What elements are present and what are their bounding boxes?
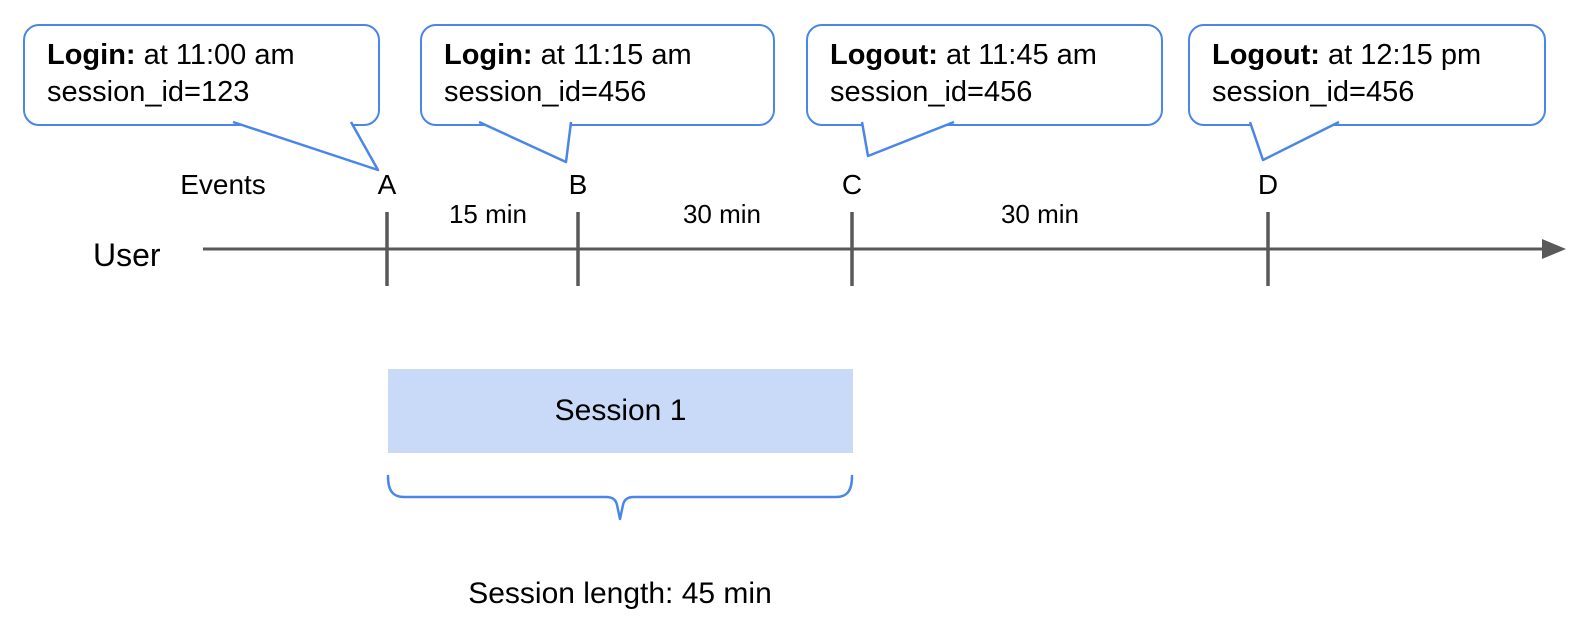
callout-login-a: Login: at 11:00 am session_id=123 — [23, 24, 380, 126]
callout-tail-b — [478, 120, 573, 164]
event-type-label: Login: — [444, 39, 533, 71]
event-type-label: Login: — [47, 39, 136, 71]
event-time: at 11:00 am — [135, 39, 295, 71]
callout-tail-d — [1248, 120, 1340, 162]
callout-text: Login: at 11:15 am session_id=456 — [422, 26, 773, 111]
user-row-label: User — [93, 237, 161, 273]
event-time: at 11:45 am — [937, 39, 1097, 71]
callout-tail-c — [860, 120, 955, 158]
event-mark-d: D — [1257, 169, 1279, 200]
interval-label-bc: 30 min — [682, 199, 762, 229]
callout-login-b: Login: at 11:15 am session_id=456 — [420, 24, 775, 126]
callout-logout-c: Logout: at 11:45 am session_id=456 — [806, 24, 1163, 126]
event-type-label: Logout: — [830, 39, 938, 71]
callout-tail-a — [232, 120, 380, 172]
interval-label-ab: 15 min — [448, 199, 528, 229]
session-box: Session 1 — [388, 369, 853, 453]
event-time: at 11:15 am — [532, 39, 692, 71]
interval-label-cd: 30 min — [1000, 199, 1080, 229]
session-id: session_id=456 — [1212, 76, 1415, 108]
event-mark-c: C — [841, 169, 863, 200]
event-time: at 12:15 pm — [1319, 39, 1482, 71]
session-id: session_id=123 — [47, 76, 250, 108]
event-mark-b: B — [568, 169, 588, 200]
timeline-arrowhead — [1542, 239, 1566, 259]
event-type-label: Logout: — [1212, 39, 1320, 71]
session-length-brace — [386, 474, 854, 521]
events-row-label-text: Events — [180, 169, 266, 200]
callout-logout-d: Logout: at 12:15 pm session_id=456 — [1188, 24, 1546, 126]
callout-text: Login: at 11:00 am session_id=123 — [25, 26, 378, 111]
callout-text: Logout: at 11:45 am session_id=456 — [808, 26, 1161, 111]
session-box-label: Session 1 — [554, 394, 687, 427]
session-id: session_id=456 — [830, 76, 1033, 108]
session-id: session_id=456 — [444, 76, 647, 108]
event-mark-a: A — [377, 169, 397, 200]
session-length-label: Session length: 45 min — [468, 577, 772, 610]
callout-text: Logout: at 12:15 pm session_id=456 — [1190, 26, 1544, 111]
